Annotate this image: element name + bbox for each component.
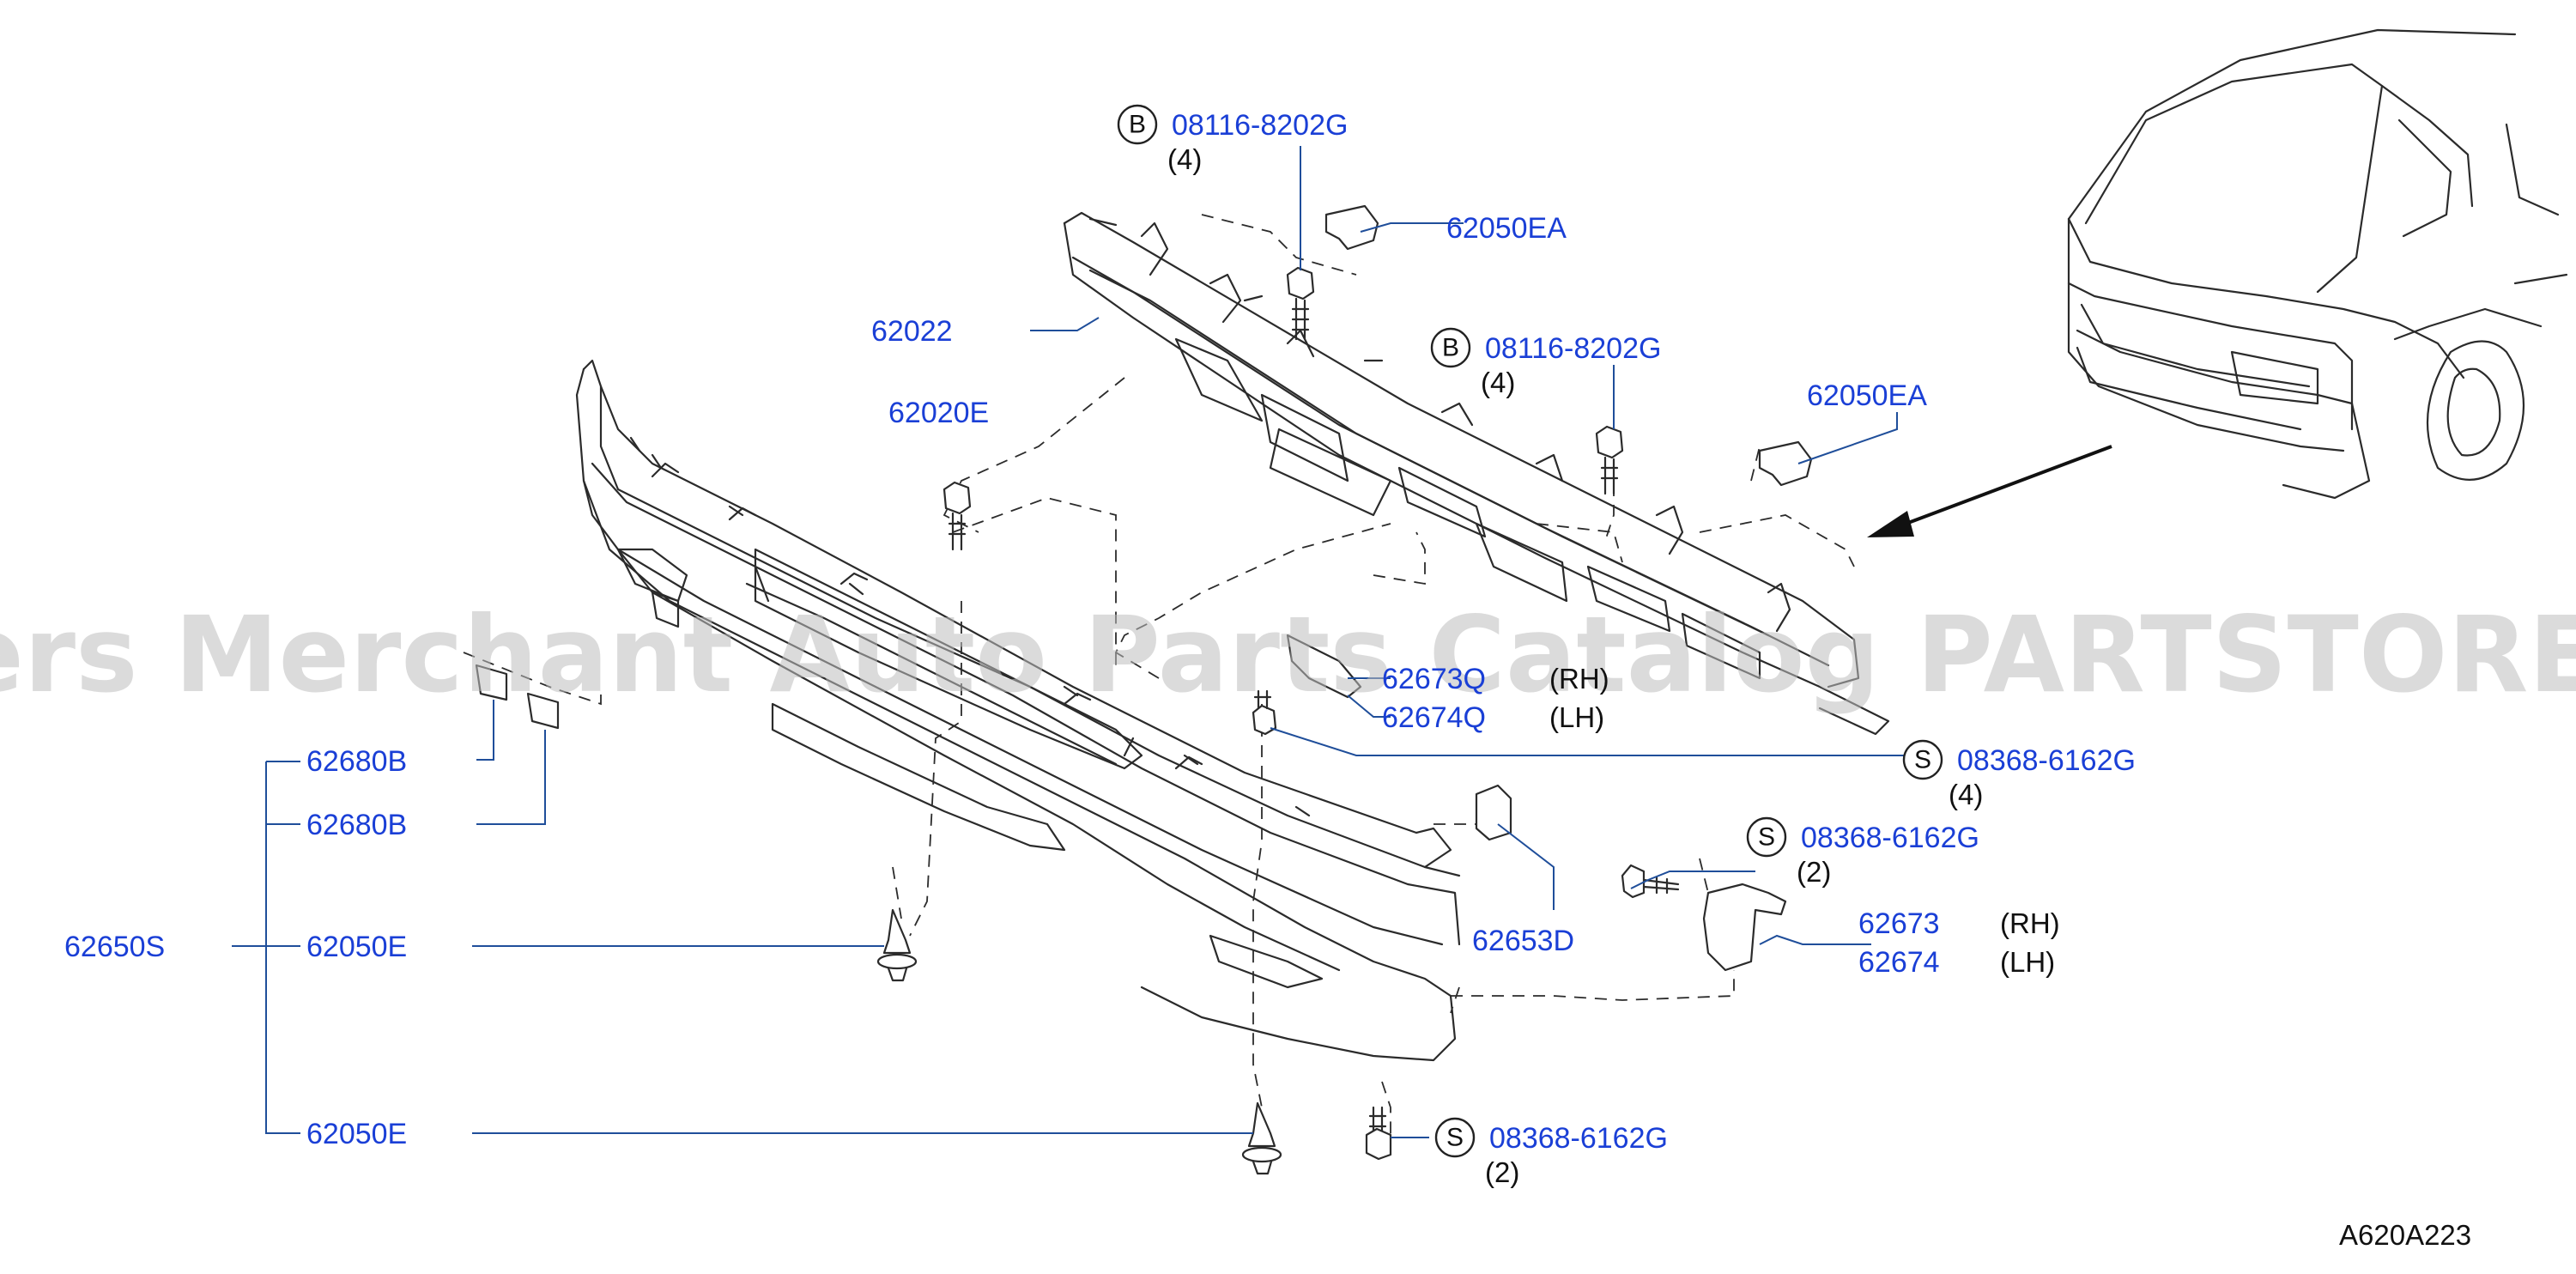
- bracket-62050ea-b: [1758, 440, 1813, 487]
- part-number: 62653D: [1472, 925, 1574, 957]
- part-number: 08368-6162G: [1957, 744, 2136, 777]
- front-bumper-fascia: [575, 359, 1461, 1062]
- part-number: 62673: [1858, 907, 1940, 940]
- part-number: 62050E: [306, 1118, 407, 1150]
- figure-code: A620A223: [2339, 1219, 2471, 1251]
- callout-c4: B 08116-8202G (4): [1430, 327, 1661, 398]
- part-number: 62673Q: [1382, 663, 1486, 695]
- callout-c17: 62050E: [306, 931, 407, 963]
- callout-c2: 62050EA: [1446, 212, 1567, 245]
- part-number: 62680B: [306, 745, 407, 778]
- watermark-text: Offers Merchant Auto Parts Catalog PARTS…: [0, 594, 2576, 716]
- callout-c1: B 08116-8202G (4): [1117, 104, 1348, 175]
- part-number: 62674Q: [1382, 701, 1486, 734]
- direction-arrow: [1867, 445, 2112, 537]
- part-number: 62680B: [306, 809, 407, 841]
- bolt-08368-a: [1252, 689, 1277, 736]
- callout-c13: 62653D: [1472, 925, 1574, 957]
- part-number: 08368-6162G: [1489, 1122, 1668, 1155]
- symbol-circle: [1434, 1117, 1476, 1158]
- callout-c14: 62673 (RH): [1858, 907, 2060, 940]
- callout-c15: 62674 (LH): [1858, 946, 2055, 979]
- symbol-circle: [1117, 104, 1158, 145]
- bracket-62050ea-a: [1324, 204, 1379, 251]
- hardware-parts: [475, 204, 1813, 1175]
- symbol-circle: [1430, 327, 1471, 368]
- callout-c18: 62050E: [306, 1118, 407, 1150]
- bolt-08368-c: [1365, 1106, 1392, 1161]
- quantity: (4): [1949, 779, 1983, 810]
- symbol-circle: [1902, 739, 1943, 780]
- part-number: 62050EA: [1807, 379, 1927, 412]
- part-number: 08116-8202G: [1485, 332, 1661, 365]
- symbol-letter: S: [1914, 746, 1931, 774]
- bolt-08368-b: [1621, 864, 1680, 899]
- side-label: (RH): [2000, 907, 2060, 939]
- callout-c9: S 08368-6162G (4): [1902, 739, 2136, 810]
- symbol-letter: B: [1129, 111, 1146, 139]
- callout-c11: 62680B: [306, 809, 407, 841]
- part-number: 08116-8202G: [1172, 109, 1348, 142]
- side-label: (RH): [1549, 663, 1609, 695]
- callout-c19: S 08368-6162G (2): [1434, 1117, 1668, 1188]
- clip-62050e-b: [1241, 1101, 1282, 1175]
- bracket-62673: [1702, 883, 1787, 972]
- bolt-08116-a: [1286, 266, 1315, 341]
- vehicle-front-view: [2067, 28, 2568, 500]
- quantity: (4): [1481, 367, 1515, 398]
- part-number: 62020E: [888, 397, 989, 429]
- part-number: 62050EA: [1446, 212, 1567, 245]
- part-number: 62050E: [306, 931, 407, 963]
- bracket-62653d: [1475, 784, 1512, 841]
- callout-c16: 62650S: [64, 931, 165, 963]
- callout-c7: 62673Q (RH): [1382, 663, 1609, 695]
- callout-c12: S 08368-6162G (2): [1746, 816, 1979, 888]
- symbol-letter: S: [1758, 823, 1775, 852]
- bracket-62673q: [1286, 634, 1362, 699]
- callout-c3: 62022: [871, 315, 953, 348]
- quantity: (2): [1485, 1156, 1519, 1188]
- clip-62050e-a: [876, 908, 918, 982]
- bumper-reinforcement: [1063, 211, 1890, 736]
- bolt-62020e: [943, 481, 972, 551]
- part-number: 62650S: [64, 931, 165, 963]
- quantity: (2): [1797, 856, 1831, 888]
- callout-c6: 62020E: [888, 397, 989, 429]
- part-number: 08368-6162G: [1801, 822, 1979, 854]
- side-label: (LH): [1549, 701, 1604, 733]
- part-number: 62674: [1858, 946, 1940, 979]
- callout-c10: 62680B: [306, 745, 407, 778]
- symbol-circle: [1746, 816, 1787, 858]
- assembly-guides: [463, 214, 1855, 1142]
- part-number: 62022: [871, 315, 953, 348]
- symbol-letter: S: [1446, 1124, 1464, 1152]
- quantity: (4): [1167, 143, 1202, 175]
- clip-62680b-b: [526, 692, 560, 730]
- leader-lines: [232, 146, 1906, 1138]
- symbol-letter: B: [1442, 334, 1459, 362]
- clip-62680b-a: [475, 664, 508, 701]
- callout-c8: 62674Q (LH): [1382, 701, 1604, 734]
- bolt-08116-b: [1595, 425, 1624, 495]
- callout-c5: 62050EA: [1807, 379, 1927, 412]
- side-label: (LH): [2000, 946, 2055, 978]
